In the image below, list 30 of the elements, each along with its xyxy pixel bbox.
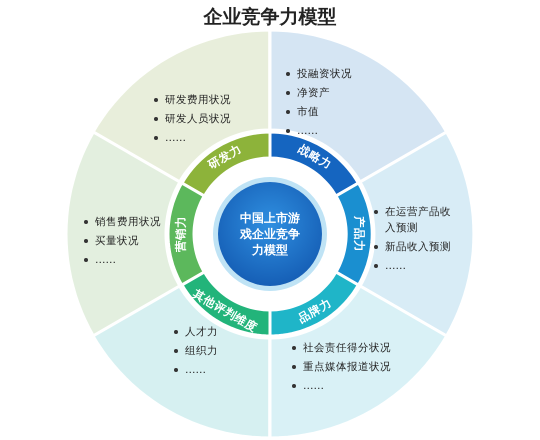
list-item: 人才力 bbox=[184, 325, 218, 340]
list-item: 市值 bbox=[297, 105, 319, 120]
list-item: 研发人员状况 bbox=[164, 112, 231, 127]
list-item: …… bbox=[303, 379, 324, 394]
list-item: …… bbox=[297, 124, 318, 139]
list-item: 研发费用状况 bbox=[164, 93, 231, 108]
list-item: 买量状况 bbox=[95, 234, 139, 249]
list-item: …… bbox=[164, 131, 186, 146]
list-item: 净资产 bbox=[297, 86, 330, 101]
segment-label: 品牌力 bbox=[295, 296, 334, 327]
segment-label: 研发力 bbox=[206, 141, 245, 172]
list-item: …… bbox=[95, 253, 116, 268]
outer-sector bbox=[270, 30, 447, 182]
segment-label: 营销力 bbox=[174, 216, 188, 252]
list-item: 投融资状况 bbox=[297, 67, 352, 82]
outer-sector bbox=[93, 30, 270, 182]
list-item: 社会责任得分状况 bbox=[303, 341, 391, 356]
list-item: 组织力 bbox=[184, 344, 218, 359]
list-item: 在运营产品收入预测 bbox=[384, 205, 452, 236]
list-item: 新品收入预测 bbox=[384, 240, 451, 255]
title: 企业竞争力模型 bbox=[202, 5, 338, 30]
list-item: 重点媒体报道状况 bbox=[303, 360, 391, 375]
list-item: …… bbox=[384, 259, 406, 274]
list-item: 销售费用状况 bbox=[95, 215, 161, 230]
outer-sector bbox=[270, 286, 447, 438]
outer-sector bbox=[93, 286, 270, 438]
segment-label: 产品力 bbox=[351, 216, 366, 252]
center-title: 中国上市游戏企业竞争力模型 bbox=[238, 210, 301, 258]
segment-label: 战略力 bbox=[295, 141, 334, 172]
list-item: …… bbox=[184, 363, 206, 378]
